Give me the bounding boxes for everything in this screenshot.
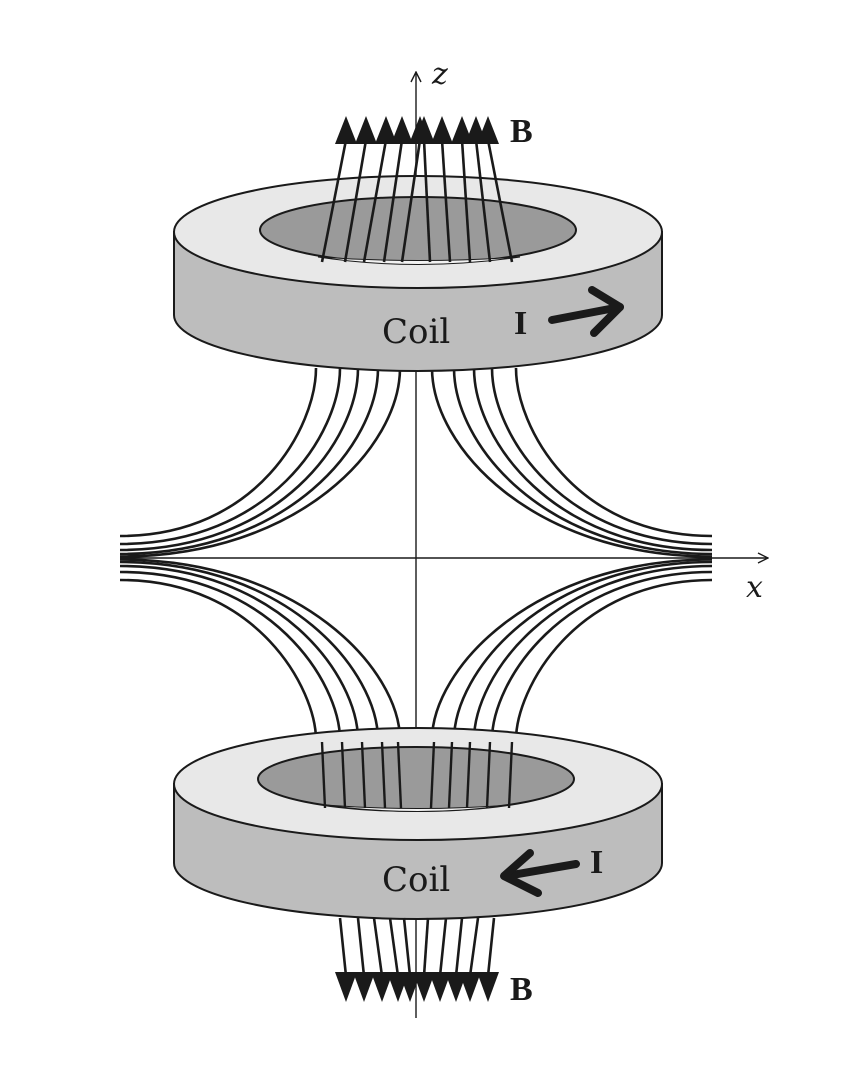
top-field-label: B (510, 113, 533, 150)
field-line (119, 560, 380, 741)
top-current-label: I (514, 305, 527, 342)
field-arrow-shaft (422, 917, 430, 977)
field-arrowhead (429, 972, 451, 1002)
field-line (119, 578, 318, 741)
bottom-coil-label: Coil (382, 860, 450, 900)
x-axis-label: x (746, 570, 763, 605)
field-arrow-shaft (372, 917, 384, 977)
field-arrowhead (355, 116, 377, 144)
field-line-in-hole (380, 741, 387, 809)
field-arrows-top-visible (320, 116, 514, 263)
field-line-in-hole (465, 741, 472, 809)
field-arrowhead (335, 972, 357, 1002)
field-arrow-shaft (338, 917, 348, 977)
field-line (430, 558, 713, 741)
field-arrow-shaft (474, 139, 492, 263)
field-arrow-shaft (320, 139, 348, 263)
field-arrowhead (399, 972, 421, 1002)
field-line (119, 367, 342, 546)
field-line (430, 367, 713, 558)
top-current-arrow (548, 286, 624, 337)
field-line (472, 367, 713, 552)
bottom-field-label: B (510, 971, 533, 1008)
field-line (119, 367, 402, 558)
z-axis-label: z (431, 57, 448, 92)
field-line (452, 367, 713, 556)
field-line (119, 558, 402, 741)
field-arrow-shaft (402, 917, 412, 977)
field-arrowhead (391, 116, 413, 144)
field-arrowhead (413, 972, 435, 1002)
field-arrowhead (459, 972, 481, 1002)
field-arrow-shaft (356, 917, 366, 977)
field-line (119, 570, 342, 741)
field-arrow-shaft (438, 917, 448, 977)
bottom-coil-hole (257, 746, 575, 812)
bottom-coil: Coil I (173, 727, 663, 920)
field-line-in-hole (429, 741, 436, 809)
field-line (490, 367, 713, 546)
top-coil-hole (259, 196, 577, 264)
field-arrow-shaft (486, 139, 514, 263)
field-arrowhead (335, 116, 357, 144)
field-arrows-bottom (320, 741, 514, 1002)
field-line (490, 570, 713, 741)
field-arrow-shaft (454, 917, 464, 977)
field-line-in-hole (507, 741, 514, 809)
bottom-current-label: I (590, 844, 603, 881)
top-coil-hole-light (317, 256, 521, 265)
field-arrow-shaft (460, 139, 472, 263)
field-line-in-hole (320, 741, 327, 809)
field-arrow-shaft (468, 917, 480, 977)
bottom-current-arrow (500, 849, 580, 897)
field-arrow-shaft (382, 139, 404, 263)
field-arrow-shaft (440, 139, 452, 263)
field-line (119, 564, 360, 741)
field-arrowhead (431, 116, 453, 144)
field-arrowhead (375, 116, 397, 144)
field-arrowhead (477, 116, 499, 144)
field-line-in-hole (360, 741, 367, 809)
field-arrowhead (477, 972, 499, 1002)
field-arrow-shaft (362, 139, 388, 263)
field-line (119, 367, 380, 556)
field-arrow-shaft (400, 139, 422, 263)
field-line-in-hole (340, 741, 347, 809)
field-arrowhead (353, 972, 375, 1002)
field-arrowhead (371, 972, 393, 1002)
field-arrow-shaft (388, 917, 400, 977)
field-line-in-hole (447, 741, 454, 809)
field-line (472, 564, 713, 741)
top-coil: Coil I (173, 175, 663, 372)
field-line (119, 367, 318, 538)
field-line-in-hole (485, 741, 492, 809)
field-lines (119, 367, 713, 741)
field-line (452, 560, 713, 741)
field-line (514, 367, 713, 538)
field-arrowhead (445, 972, 467, 1002)
field-arrowhead (413, 116, 435, 144)
field-arrow-shaft (486, 917, 496, 977)
field-arrowhead (451, 116, 473, 144)
field-line (119, 367, 360, 552)
field-arrow-shaft (422, 139, 432, 263)
field-line (514, 578, 713, 741)
field-arrow-shaft (343, 139, 368, 263)
top-coil-label: Coil (382, 312, 450, 352)
field-line-in-hole (396, 741, 403, 809)
